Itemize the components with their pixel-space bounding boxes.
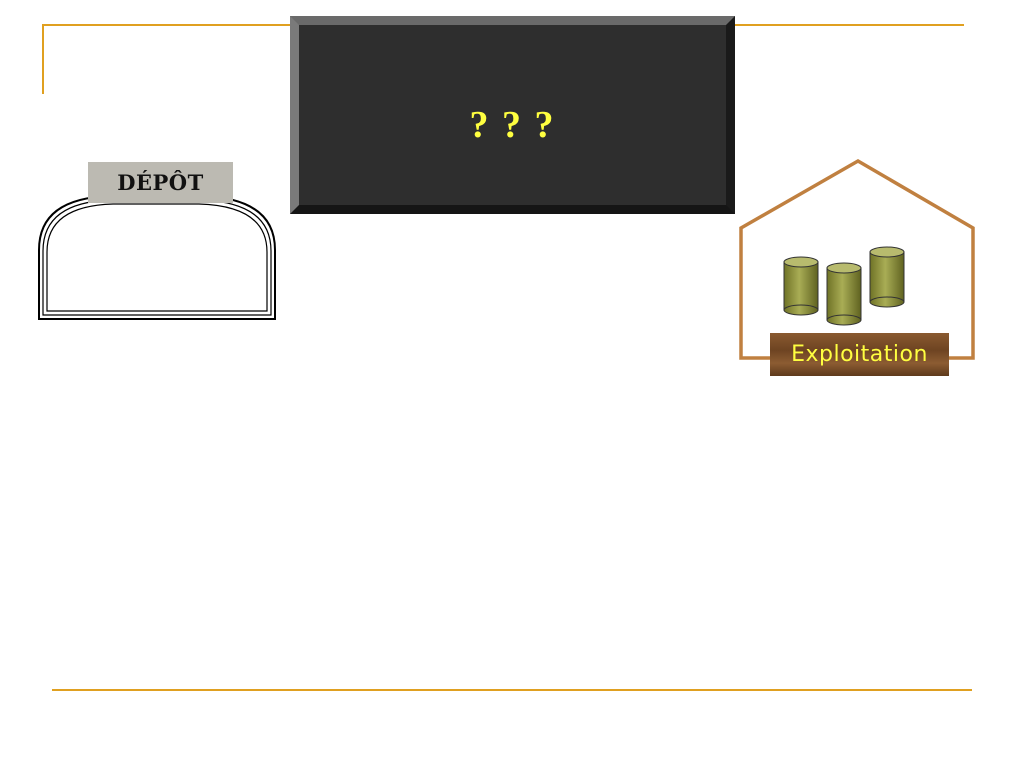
- cylinder-icon: [826, 262, 862, 326]
- cylinder-icon: [869, 246, 905, 308]
- data-cylinders-icon: [783, 246, 905, 326]
- question-marks: ? ? ?: [469, 104, 556, 146]
- question-panel: ? ? ?: [290, 16, 735, 214]
- top-left-vertical-rule: [42, 24, 44, 94]
- cylinder-icon: [783, 256, 819, 316]
- exploitation-label: Exploitation: [770, 333, 949, 376]
- house-icon: [739, 158, 975, 360]
- top-right-rule: [733, 24, 964, 26]
- depot-label: DÉPÔT: [88, 162, 233, 203]
- top-left-rule: [42, 24, 292, 26]
- bottom-rule: [52, 689, 972, 691]
